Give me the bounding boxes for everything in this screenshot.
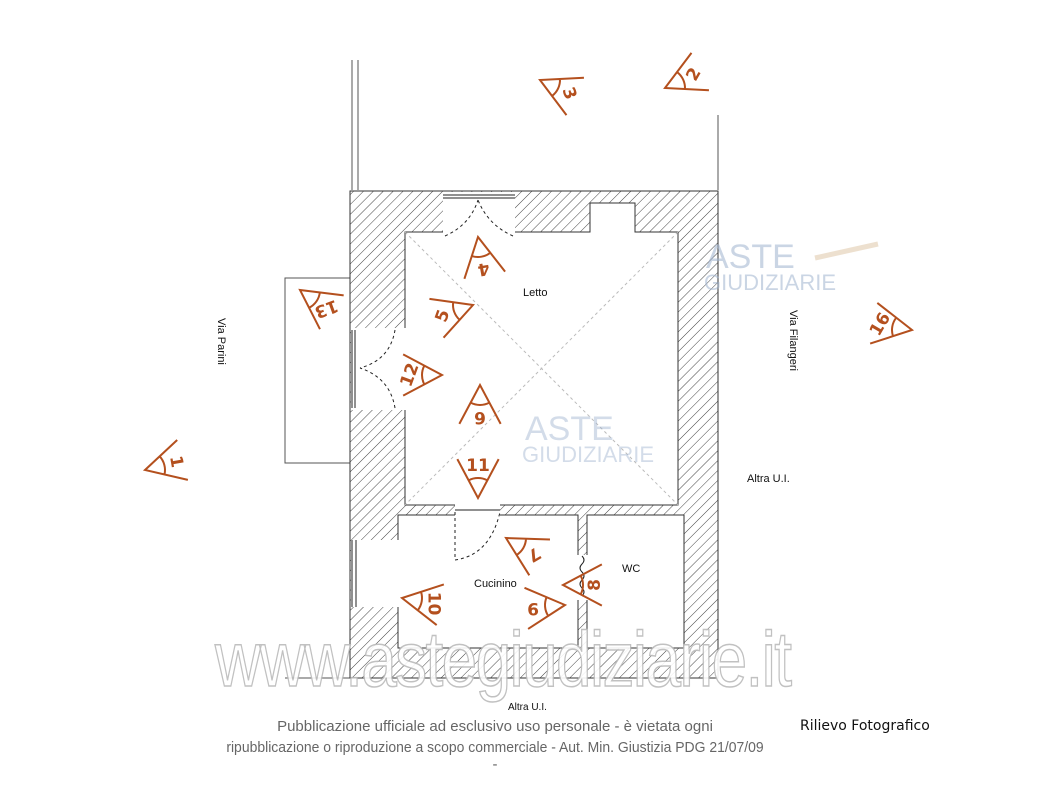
camera-cone-icon xyxy=(538,76,584,116)
photo-marker-number: 13 xyxy=(312,295,341,322)
camera-cone-icon xyxy=(298,288,344,330)
svg-text:GIUDIZIARIE: GIUDIZIARIE xyxy=(522,442,654,467)
camera-cone-icon xyxy=(504,536,551,576)
photo-marker-number: 1 xyxy=(165,454,187,469)
photo-marker-9: 9 xyxy=(524,586,568,630)
window-cucinino xyxy=(351,540,399,607)
door-opening-letto-left xyxy=(351,328,406,410)
rooms xyxy=(351,192,685,649)
drawing-title: Rilievo Fotografico xyxy=(800,718,930,734)
photo-marker-number: 3 xyxy=(558,85,581,103)
watermark-site: www.astegiudiziarie.it xyxy=(214,615,792,703)
room-cucinino xyxy=(397,514,579,649)
footer-line-1: Pubblicazione ufficiale ad esclusivo uso… xyxy=(277,718,713,735)
camera-cone-icon xyxy=(869,302,915,345)
street-via-parini: Via Parini xyxy=(215,318,227,365)
photo-marker-6: 6 xyxy=(458,382,502,427)
watermark-logo: ASTE GIUDIZIARIE xyxy=(522,410,654,467)
camera-cone-icon xyxy=(429,297,476,339)
footer-line-2: ripubblicazione o riproduzione a scopo c… xyxy=(226,739,764,756)
photo-marker-number: 11 xyxy=(466,456,490,476)
svg-text:ASTE: ASTE xyxy=(525,410,614,448)
photo-marker-number: 6 xyxy=(474,407,486,427)
camera-cone-icon xyxy=(142,439,189,481)
photo-marker-11: 11 xyxy=(456,456,500,501)
photo-marker-number: 2 xyxy=(682,64,705,84)
camera-cone-icon xyxy=(402,353,445,397)
street-via-filangeri: Via Filangeri xyxy=(787,310,799,371)
photo-marker-13: 13 xyxy=(298,288,344,330)
photo-marker-3: 3 xyxy=(538,76,584,116)
room-label-cucinino: Cucinino xyxy=(474,578,517,590)
room-label-wc: WC xyxy=(622,563,640,575)
camera-cone-icon xyxy=(458,382,502,425)
photo-marker-number: 9 xyxy=(527,598,539,618)
photo-marker-number: 10 xyxy=(424,592,444,616)
photo-marker-8: 8 xyxy=(560,563,605,607)
photo-marker-1: 1 xyxy=(142,439,189,481)
footer-notice: Pubblicazione ufficiale ad esclusivo uso… xyxy=(200,716,790,772)
photo-marker-4: 4 xyxy=(463,234,506,280)
openings-detail xyxy=(351,194,679,607)
camera-cone-icon xyxy=(560,563,603,607)
camera-cone-icon xyxy=(399,583,445,626)
camera-cone-icon xyxy=(456,458,500,501)
photo-marker-16: 16 xyxy=(866,302,915,345)
footer-dash: - xyxy=(492,756,498,773)
photo-marker-10: 10 xyxy=(399,583,445,626)
photo-marker-2: 2 xyxy=(663,52,709,92)
camera-cone-icon xyxy=(463,234,506,280)
room-wc xyxy=(586,514,685,649)
svg-text:ASTE: ASTE xyxy=(706,238,795,276)
label-altra-ui-bottom: Altra U.I. xyxy=(508,702,547,713)
photo-marker-number: 4 xyxy=(476,258,491,280)
label-altra-ui-right: Altra U.I. xyxy=(747,473,790,485)
room-label-letto: Letto xyxy=(523,287,547,299)
door-opening-letto-top xyxy=(443,192,515,233)
camera-cone-icon xyxy=(524,586,568,630)
camera-cone-icon xyxy=(663,52,709,92)
photo-marker-number: 8 xyxy=(585,579,605,591)
watermark-logo: ASTE GIUDIZIARIE xyxy=(704,238,879,295)
svg-text:GIUDIZIARIE: GIUDIZIARIE xyxy=(704,270,836,295)
